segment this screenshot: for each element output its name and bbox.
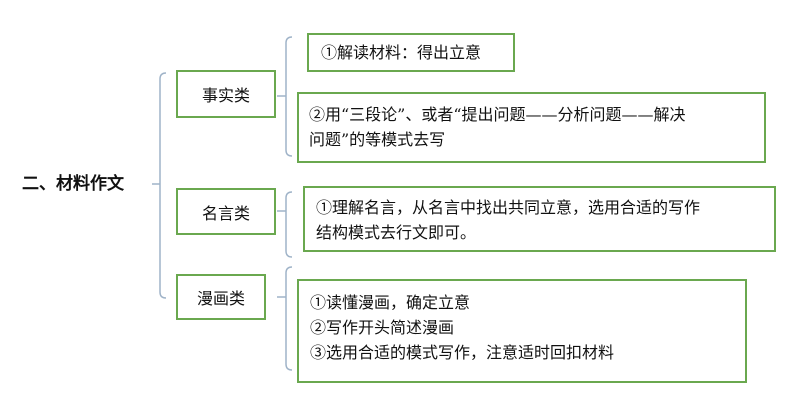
detail-manhua-1: ①读懂漫画，确定立意 ②写作开头简述漫画 ③选用合适的模式写作，注意适时回扣材料 bbox=[297, 279, 747, 383]
root-title: 二、材料作文 bbox=[22, 174, 124, 194]
detail-line: ①解读材料：得出立意 bbox=[321, 43, 482, 62]
detail-line: ①理解名言，从名言中找出共同立意，选用合适的写作 bbox=[316, 198, 701, 217]
category-mingyan-label: 名言类 bbox=[201, 203, 250, 223]
category-manhua: 漫画类 bbox=[176, 274, 266, 320]
detail-shishi-1: ①解读材料：得出立意 bbox=[307, 33, 515, 72]
detail-line: ②写作开头简述漫画 bbox=[310, 318, 455, 337]
detail-mingyan-1: ①理解名言，从名言中找出共同立意，选用合适的写作 结构模式去行文即可。 bbox=[303, 186, 776, 252]
category-shishi: 事实类 bbox=[176, 70, 276, 118]
category-shishi-label: 事实类 bbox=[201, 86, 250, 105]
bracket-shishi bbox=[277, 36, 293, 157]
category-manhua-label: 漫画类 bbox=[196, 289, 245, 308]
detail-line: 结构模式去行文即可。 bbox=[316, 223, 477, 242]
bracket-mingyan bbox=[277, 191, 293, 258]
detail-line: ①读懂漫画，确定立意 bbox=[310, 293, 471, 312]
bracket-manhua bbox=[277, 266, 293, 371]
detail-shishi-2: ②用“三段论”、或者“提出问题——分析问题——解决 问题”的等模式去写 bbox=[297, 92, 766, 163]
detail-line: ③选用合适的模式写作，注意适时回扣材料 bbox=[310, 343, 615, 362]
category-mingyan: 名言类 bbox=[176, 188, 276, 235]
detail-line: ②用“三段论”、或者“提出问题——分析问题——解决 bbox=[309, 105, 686, 124]
detail-line: 问题”的等模式去写 bbox=[309, 130, 446, 149]
root-bracket bbox=[152, 72, 167, 299]
